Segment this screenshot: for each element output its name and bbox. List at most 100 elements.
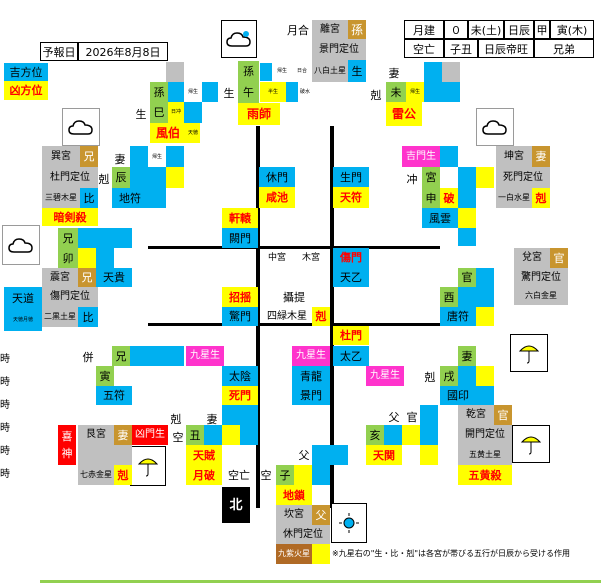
koku4: 剋 [424, 370, 436, 384]
hi2-badge: 比 [78, 307, 98, 327]
kubo-value: 子丑 [444, 39, 478, 58]
forecast-date-value[interactable]: 2026年8月8日 [78, 42, 168, 61]
small-blue [166, 346, 184, 366]
small-yellow [294, 465, 312, 485]
small-label: 半生 [260, 82, 286, 102]
ani4: 兄 [112, 346, 130, 366]
jikoku-dosei: 二黒土星 [42, 307, 78, 327]
gofu: 五符 [96, 386, 132, 405]
small-blue [202, 82, 218, 102]
small-blue [476, 287, 494, 307]
chichi3: 父 [312, 505, 330, 525]
small-blue [96, 228, 114, 248]
small-blue [130, 146, 148, 167]
kuubou: 空亡 [228, 468, 250, 482]
goou-satsu: 五黄殺 [458, 465, 512, 485]
small-blue [424, 82, 442, 102]
seiryu: 青龍 [292, 366, 330, 386]
tsuma2-label: 妻 [114, 152, 126, 166]
tenkiro: 天徳月徳 [4, 309, 42, 331]
ani3: 兄 [78, 268, 96, 287]
hakkaku-dosei: 八白土星 [312, 60, 348, 82]
sei3: 生 [135, 107, 147, 121]
small-blue [458, 366, 476, 386]
kanmon: 驚門 [222, 307, 258, 326]
small-blue [476, 386, 494, 405]
kyumon: 休門 [259, 167, 295, 187]
small-blue [166, 146, 184, 167]
sanpeki-mokusei: 三碧木星 [42, 188, 80, 208]
small-label: 日冲 [168, 102, 184, 123]
seimon: 生門 [333, 167, 369, 187]
koku6: 剋 [170, 412, 182, 426]
cloudy-icon [2, 225, 40, 265]
kanchi: 咸池 [259, 187, 295, 208]
shimon: 死門 [222, 386, 258, 405]
ani: 兄 [80, 146, 98, 167]
tsuma-label: 妻 [388, 66, 400, 80]
small-yellow [420, 445, 438, 465]
tomon: 杜門 [333, 326, 369, 345]
small-label: 天徳 [186, 123, 200, 143]
small-yellow [476, 366, 494, 386]
kyouhou-badge: 凶方位 [4, 81, 48, 100]
u: 卯 [58, 248, 78, 268]
small-label: 日合 [296, 67, 307, 74]
tsuma4-label: 妻 [458, 346, 476, 366]
small-blue [260, 63, 272, 81]
koku3-badge: 剋 [312, 307, 330, 326]
kishin-badge: 喜神 [58, 425, 76, 465]
shouyou: 招揺 [222, 287, 258, 307]
gray-block [78, 445, 132, 465]
small-blue [458, 287, 476, 307]
kichimonsei: 吉門生 [402, 146, 440, 167]
tori: 酉 [440, 287, 458, 307]
keimon: 景門 [292, 386, 330, 405]
small-blue [476, 268, 494, 287]
forecast-date-label: 予報日 [40, 42, 78, 61]
small-blue [458, 167, 476, 188]
small-blue [384, 425, 402, 445]
koku5-badge: 剋 [114, 465, 132, 485]
mokukyu: 木宮 [301, 252, 320, 263]
small-label: 帰生 [187, 88, 198, 95]
small-blue [424, 62, 442, 82]
kaimon: 闕門 [222, 228, 258, 248]
time-label: 時 [0, 400, 10, 411]
uma: 午 [238, 82, 259, 103]
taiotsu: 太乙 [333, 346, 369, 366]
cloudy-icon [62, 108, 100, 146]
inu: 戌 [440, 366, 458, 386]
ken-en: 軒轅 [222, 208, 258, 228]
grid-line-h1 [148, 246, 440, 249]
gekken-ganzhi: 未(土) [468, 20, 504, 39]
shin-kyu: 震宮 [42, 268, 78, 287]
small-blue [458, 188, 476, 208]
small-label: 帰生 [406, 82, 424, 102]
taiin: 太陰 [222, 366, 258, 386]
chuukyu: 中宮 [267, 252, 286, 263]
kyomonsei: 凶門生 [132, 425, 168, 445]
tenpu: 天符 [333, 187, 369, 208]
kyuusei-sei: 九星生 [292, 346, 330, 366]
tora: 寅 [96, 366, 114, 386]
small-blue [240, 425, 258, 445]
kyuusei-sei2: 九星生 [186, 346, 224, 366]
small-blue [420, 405, 438, 425]
chiso: 地鎖 [276, 485, 312, 505]
kyomon-teii: 驚門定位 [514, 268, 568, 287]
small-blue [148, 346, 166, 366]
sei-badge: 生 [348, 60, 366, 82]
chifu: 地符 [112, 188, 148, 208]
small-blue [130, 346, 148, 366]
sunny-icon [331, 503, 367, 543]
son-kyu: 巽宮 [42, 146, 80, 167]
small-blue [442, 82, 460, 102]
kyu: 宮 [422, 167, 440, 188]
small-label: 帰生 [276, 67, 287, 74]
kou: 剋 [98, 172, 110, 186]
kyodai: 兄弟 [534, 39, 594, 58]
kan-badge: 官 [550, 248, 568, 268]
raikou: 雷公 [386, 102, 422, 126]
tomon-teii: 杜門定位 [42, 167, 98, 188]
